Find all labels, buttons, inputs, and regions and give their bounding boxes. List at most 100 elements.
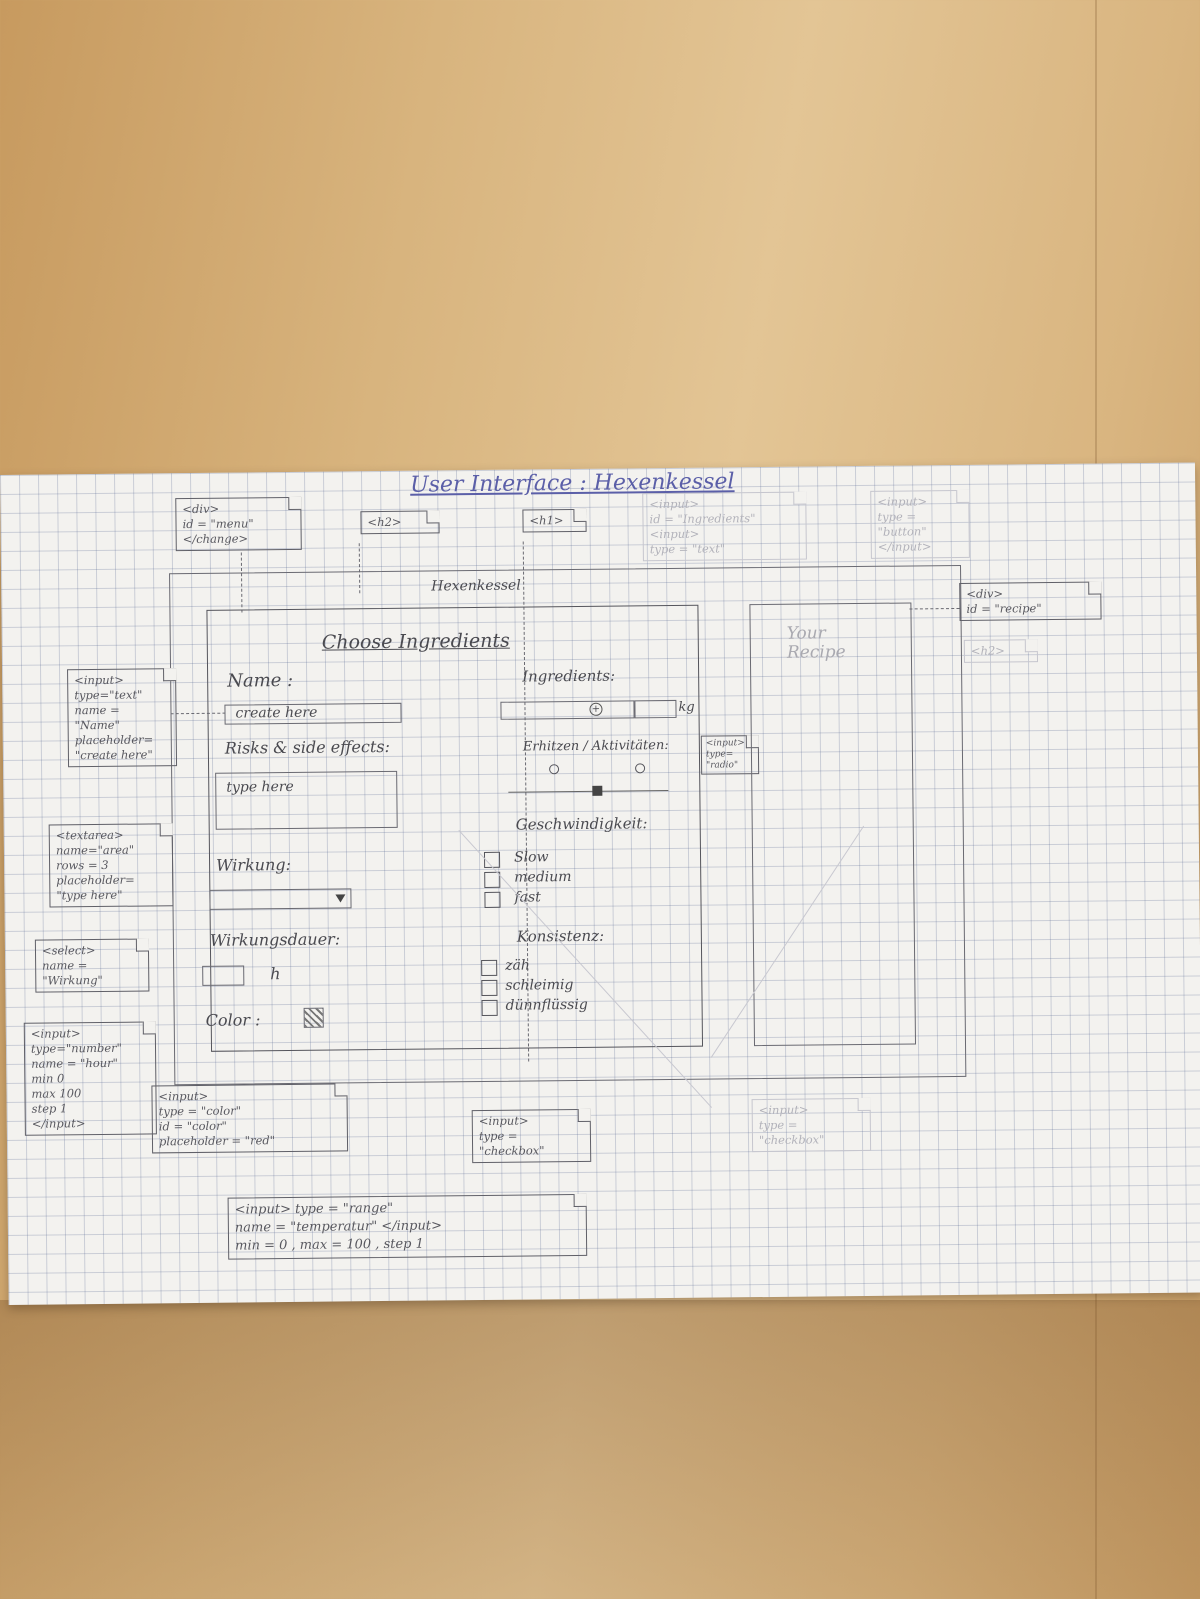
dauer-label: Wirkungsdauer:	[209, 929, 341, 950]
note-line: </input>	[31, 1116, 86, 1131]
consistency-checkbox[interactable]	[481, 979, 498, 996]
note-line: id = "Ingredients"	[649, 511, 756, 527]
note-line: name = "hour"	[31, 1055, 118, 1071]
note-faint-ingredients: <input> id = "Ingredients" <input> type …	[642, 491, 807, 562]
note-line: name =	[42, 958, 88, 973]
note-line: <input>	[74, 672, 124, 688]
ingredients-input[interactable]: +	[500, 700, 635, 720]
speed-checkbox[interactable]	[484, 871, 501, 888]
note-line: <input>	[30, 1026, 81, 1041]
note-input-text: <input> type="text" name = "Name" placeh…	[67, 668, 178, 768]
speed-option: fast	[514, 889, 541, 906]
speed-label: Geschwindigkeit:	[515, 814, 648, 834]
wirkung-select[interactable]	[209, 888, 352, 910]
speed-checkbox[interactable]	[483, 851, 501, 868]
note-line: <div>	[182, 501, 220, 517]
note-line: min = 0 , max = 100 , step 1	[235, 1236, 424, 1254]
dauer-unit: h	[270, 964, 281, 984]
dauer-number-input[interactable]	[202, 965, 245, 986]
note-line: "type here"	[56, 887, 123, 903]
table-shadow	[0, 1300, 1200, 1599]
note-line: <textarea>	[55, 827, 124, 843]
note-line: type =	[758, 1117, 798, 1133]
note-input-range: <input> type = "range" name = "temperatu…	[227, 1193, 588, 1260]
note-line: max 100	[31, 1086, 82, 1101]
note-h1: <h1>	[522, 508, 587, 533]
speed-checkbox[interactable]	[484, 891, 501, 908]
recipe-heading: Your Recipe	[786, 623, 846, 663]
note-line: <select>	[41, 943, 96, 958]
chevron-down-icon	[335, 894, 346, 903]
consistency-checkbox[interactable]	[481, 999, 498, 1016]
note-checkbox-1: <input> type = "checkbox"	[471, 1108, 592, 1164]
speed-option: medium	[514, 869, 572, 886]
consistency-checkbox[interactable]	[481, 959, 498, 976]
note-line: placeholder=	[74, 732, 154, 748]
risks-textarea[interactable]: type here	[215, 770, 398, 830]
note-line: name =	[74, 702, 120, 718]
note-line: "Wirkung"	[42, 972, 103, 988]
note-line: step 1	[31, 1101, 68, 1116]
note-line: <input>	[649, 496, 700, 512]
ingredients-unit: kg	[678, 699, 695, 715]
note-line: rows = 3	[56, 857, 109, 873]
note-line: "button"	[877, 524, 927, 539]
note-line: type = "text"	[649, 541, 726, 557]
note-line: <h2>	[367, 514, 402, 530]
note-textarea: <textarea> name="area" rows = 3 placehol…	[48, 823, 174, 908]
radio-option[interactable]	[635, 763, 646, 774]
risks-label: Risks & side effects:	[224, 736, 391, 758]
note-line: "checkbox"	[479, 1143, 545, 1159]
color-label: Color :	[205, 1010, 261, 1030]
range-slider-thumb[interactable]	[592, 785, 603, 796]
note-line: type =	[877, 509, 917, 524]
note-line: id = "menu"	[182, 516, 254, 532]
note-select: <select> name = "Wirkung"	[34, 938, 150, 993]
note-div-menu: <div> id = "menu" </change>	[175, 496, 302, 552]
note-line: placeholder=	[56, 872, 135, 888]
graph-paper-sheet: User Interface : Hexenkessel <div> id = …	[0, 462, 1200, 1305]
name-label: Name :	[227, 669, 294, 692]
ingredients-amount-input[interactable]	[634, 699, 677, 719]
form-heading: Choose Ingredients	[321, 629, 510, 654]
note-line: type="text"	[74, 687, 143, 703]
note-line: <input>	[705, 738, 745, 749]
note-line: <input>	[877, 494, 928, 509]
note-checkbox-2: <input> type = "checkbox"	[751, 1097, 872, 1153]
note-h2-recipe: <h2>	[963, 639, 1039, 663]
sheet-subtitle: Hexenkessel	[431, 577, 521, 595]
note-line: type =	[478, 1128, 518, 1144]
note-h2: <h2>	[360, 510, 440, 535]
consistency-label: Konsistenz:	[516, 926, 605, 946]
note-line: id = "recipe"	[966, 601, 1042, 616]
note-line: "Name"	[74, 717, 120, 733]
note-line: <input>	[758, 1102, 809, 1118]
note-line: <input>	[478, 1113, 529, 1129]
note-line: <h2>	[970, 643, 1005, 658]
consistency-option: zäh	[505, 957, 530, 974]
color-swatch[interactable]	[303, 1007, 324, 1028]
note-line: <h1>	[529, 513, 564, 528]
note-line: type=	[705, 749, 734, 760]
name-input-value: create here	[235, 704, 318, 722]
radio-option[interactable]	[549, 764, 560, 775]
note-line: </change>	[182, 531, 249, 547]
note-input-number: <input> type="number" name = "hour" min …	[23, 1021, 157, 1136]
wirkung-label: Wirkung:	[215, 854, 292, 875]
note-line: "checkbox"	[758, 1132, 825, 1148]
note-line: min 0	[31, 1071, 65, 1086]
note-line: <input>	[649, 526, 700, 542]
erhitzen-label: Erhitzen / Aktivitäten:	[522, 738, 669, 755]
risks-textarea-value: type here	[226, 778, 294, 796]
add-icon[interactable]: +	[589, 702, 603, 716]
speed-option: Slow	[513, 849, 549, 866]
note-line: </input>	[877, 539, 932, 554]
note-line: "create here"	[74, 747, 153, 763]
note-faint-button: <input> type = "button" </input>	[870, 489, 970, 559]
name-input[interactable]: create here	[224, 702, 402, 725]
consistency-option: dünnflüssig	[505, 996, 588, 1014]
recipe-panel	[749, 602, 917, 1047]
note-line: type="number"	[30, 1040, 122, 1056]
note-line: name="area"	[55, 842, 135, 858]
note-line: "radio"	[706, 760, 739, 771]
